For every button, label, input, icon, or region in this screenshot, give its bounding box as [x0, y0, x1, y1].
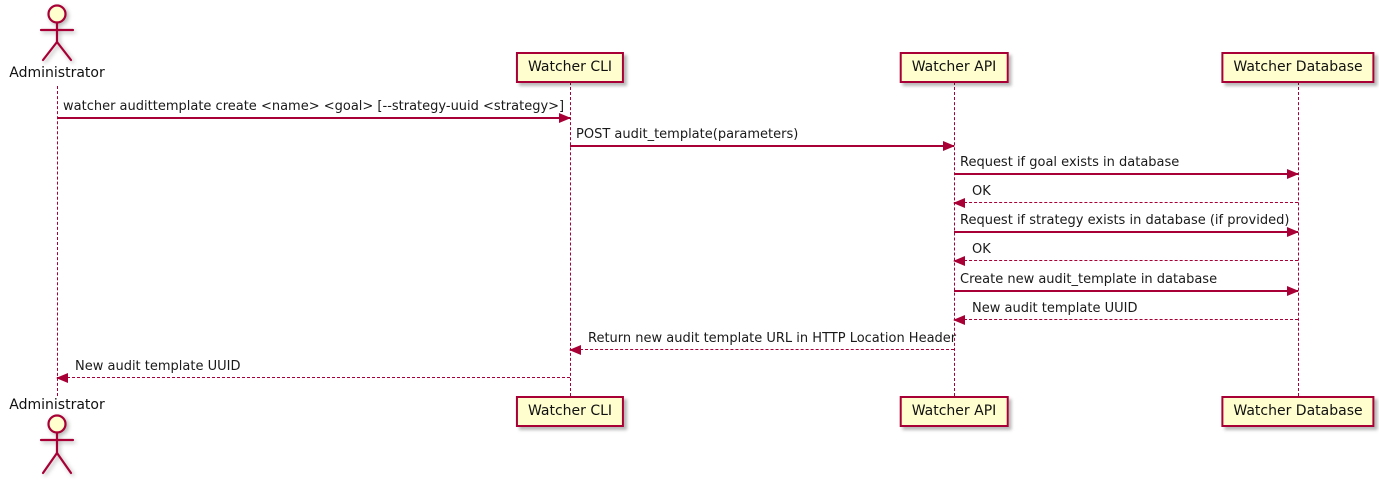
message-5-label: Request if strategy exists in database (… [960, 213, 1290, 228]
message-2: POST audit_template(parameters) [570, 127, 955, 151]
message-4-arrow [953, 198, 1298, 208]
message-6-arrow [953, 256, 1298, 266]
message-7: Create new audit_template in database [954, 272, 1299, 296]
participant-box-watcher-api-top: Watcher API [899, 52, 1009, 83]
participant-box-watcher-database-top: Watcher Database [1221, 52, 1375, 83]
message-8-label: New audit template UUID [972, 301, 1138, 316]
message-7-label: Create new audit_template in database [960, 272, 1218, 287]
message-8-arrow [953, 315, 1298, 325]
lifeline-administrator [57, 86, 58, 396]
message-8: New audit template UUID [953, 301, 1298, 325]
message-6-label: OK [972, 242, 991, 257]
message-2-label: POST audit_template(parameters) [576, 127, 799, 142]
actor-administrator-icon [39, 414, 75, 475]
arrowhead-right-icon [1287, 169, 1299, 179]
participant-box-watcher-api-bottom: Watcher API [899, 396, 1009, 427]
lifeline-watcher-cli [570, 82, 571, 396]
arrowhead-right-icon [943, 141, 955, 151]
message-1-label: watcher audittemplate create <name> <goa… [63, 99, 565, 114]
arrowhead-left-icon [953, 315, 965, 325]
arrowhead-left-icon [569, 345, 581, 355]
message-10-label: New audit template UUID [75, 359, 241, 374]
participant-box-watcher-cli-top: Watcher CLI [515, 52, 625, 83]
actor-administrator-icon [39, 4, 75, 62]
arrowhead-right-icon [1287, 286, 1299, 296]
actor-label-administrator-top: Administrator [9, 65, 105, 81]
message-7-arrow [954, 286, 1299, 296]
arrowhead-left-icon [56, 373, 68, 383]
message-9: Return new audit template URL in HTTP Lo… [569, 331, 957, 355]
participant-box-watcher-cli-bottom: Watcher CLI [515, 396, 625, 427]
message-5-arrow [954, 227, 1299, 237]
message-2-arrow [570, 141, 955, 151]
arrowhead-right-icon [1287, 227, 1299, 237]
message-9-label: Return new audit template URL in HTTP Lo… [588, 331, 957, 346]
arrowhead-left-icon [953, 256, 965, 266]
message-3-label: Request if goal exists in database [960, 155, 1180, 170]
message-1: watcher audittemplate create <name> <goa… [57, 99, 571, 123]
arrowhead-left-icon [953, 198, 965, 208]
message-4: OK [953, 184, 1298, 208]
message-3-arrow [954, 169, 1299, 179]
message-9-arrow [569, 345, 954, 355]
message-1-arrow [57, 113, 571, 123]
message-3: Request if goal exists in database [954, 155, 1299, 179]
message-4-label: OK [972, 184, 991, 199]
participant-box-watcher-database-bottom: Watcher Database [1221, 396, 1375, 427]
message-10-arrow [56, 373, 570, 383]
message-5: Request if strategy exists in database (… [954, 213, 1299, 237]
actor-label-administrator-bottom: Administrator [9, 397, 105, 413]
lifeline-watcher-api [954, 82, 955, 396]
message-10: New audit template UUID [56, 359, 570, 383]
message-6: OK [953, 242, 1298, 266]
arrowhead-right-icon [559, 113, 571, 123]
lifeline-watcher-database [1298, 82, 1299, 396]
